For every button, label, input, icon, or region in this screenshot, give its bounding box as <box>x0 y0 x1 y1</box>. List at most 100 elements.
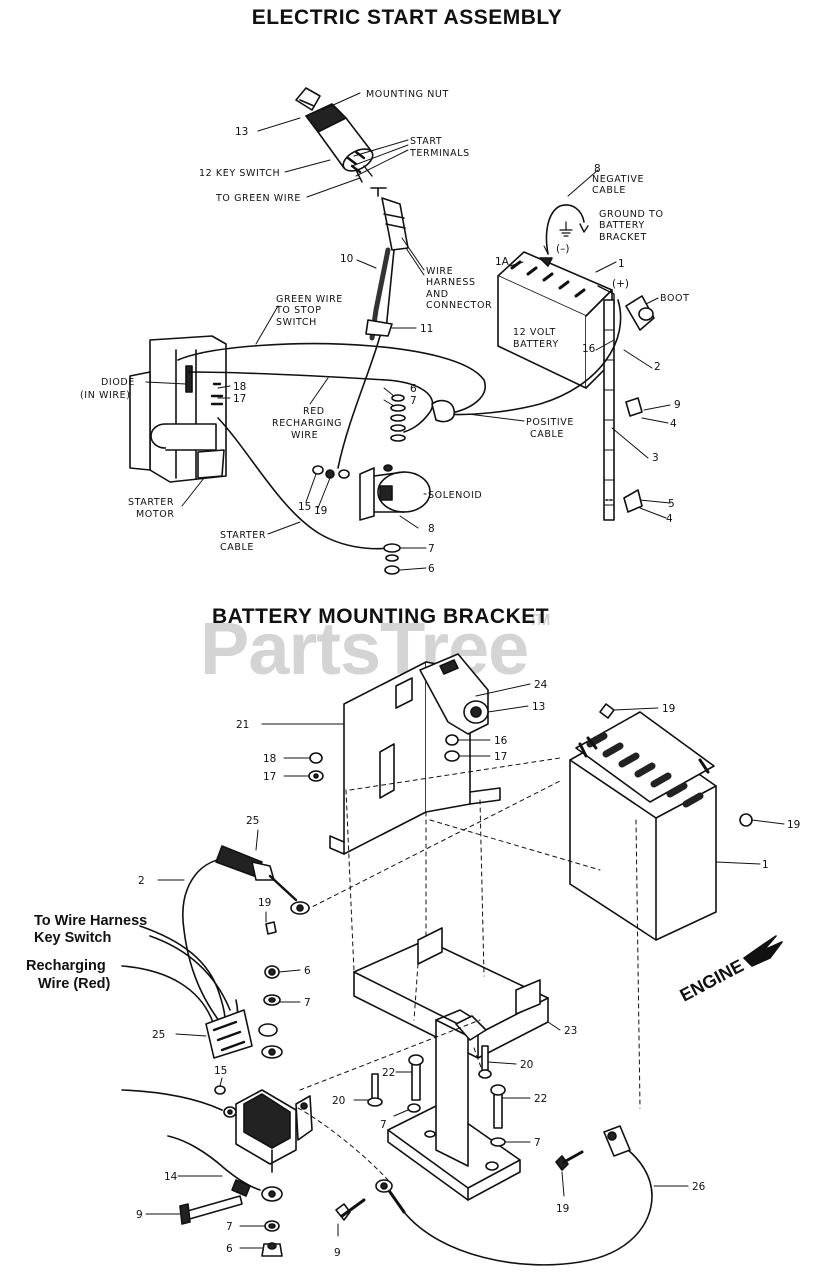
top-labels: MOUNTING NUT START TERMINALS 12 KEY SWIT… <box>80 89 690 575</box>
cable-26 <box>375 1125 653 1266</box>
terminal-boot-25 <box>205 1009 283 1059</box>
svg-text:2: 2 <box>138 875 145 887</box>
svg-text:6: 6 <box>304 965 311 977</box>
svg-text:6: 6 <box>226 1243 233 1255</box>
svg-text:1: 1 <box>618 258 625 270</box>
svg-text:CABLE: CABLE <box>220 542 254 553</box>
label-to-green-wire: TO GREEN WIRE <box>215 193 301 204</box>
label-boot: BOOT <box>660 293 690 304</box>
svg-text:7: 7 <box>304 997 311 1009</box>
svg-text:WIRE: WIRE <box>291 430 318 441</box>
svg-text:1: 1 <box>762 859 769 871</box>
svg-text:16: 16 <box>494 735 508 747</box>
svg-text:12 VOLT: 12 VOLT <box>513 327 556 338</box>
svg-text:CONNECTOR: CONNECTOR <box>426 300 492 311</box>
svg-text:26: 26 <box>692 1181 706 1193</box>
svg-text:6: 6 <box>410 383 417 395</box>
svg-text:BRACKET: BRACKET <box>599 232 647 243</box>
starter-motor <box>129 335 227 483</box>
green-wire <box>177 342 486 415</box>
svg-text:24: 24 <box>534 679 548 691</box>
label-to-wire-harness: To Wire Harness <box>34 913 147 929</box>
svg-text:5: 5 <box>668 498 675 510</box>
svg-text:10: 10 <box>340 253 353 265</box>
harness-wire <box>337 335 381 469</box>
key-switch <box>295 87 374 183</box>
svg-text:9: 9 <box>136 1209 143 1221</box>
svg-text:TERMINALS: TERMINALS <box>409 148 470 159</box>
battery-bracket-strap <box>603 299 615 521</box>
svg-text:8: 8 <box>594 163 601 175</box>
svg-text:7: 7 <box>410 395 417 407</box>
bolts <box>367 1045 506 1147</box>
leader-lines-top <box>145 92 671 571</box>
svg-text:GREEN WIRE: GREEN WIRE <box>276 294 343 305</box>
terminal-hardware <box>390 394 406 442</box>
svg-text:19: 19 <box>258 897 271 909</box>
svg-text:7: 7 <box>226 1221 233 1233</box>
svg-text:3: 3 <box>652 452 659 464</box>
starter-cable <box>217 417 389 550</box>
svg-text:25: 25 <box>152 1029 165 1041</box>
svg-text:4: 4 <box>666 513 673 525</box>
svg-text:START: START <box>410 136 442 147</box>
svg-text:20: 20 <box>520 1059 533 1071</box>
svg-text:(–): (–) <box>556 243 569 255</box>
svg-text:19: 19 <box>314 505 327 517</box>
red-recharging-wire <box>187 371 434 433</box>
svg-text:22: 22 <box>382 1067 395 1079</box>
svg-text:RED: RED <box>303 406 325 417</box>
positive-cable <box>443 299 622 416</box>
svg-text:11: 11 <box>420 323 433 335</box>
washer-19 <box>325 469 335 479</box>
svg-text:17: 17 <box>263 771 276 783</box>
svg-text:CABLE: CABLE <box>592 185 626 196</box>
alignment-lines <box>305 757 641 1109</box>
svg-text:TO STOP: TO STOP <box>275 305 322 316</box>
svg-text:Wire (Red): Wire (Red) <box>38 976 111 992</box>
svg-text:4: 4 <box>670 418 677 430</box>
svg-text:RECHARGING: RECHARGING <box>272 418 342 429</box>
svg-text:BATTERY: BATTERY <box>513 339 559 350</box>
svg-text:16: 16 <box>582 343 596 355</box>
svg-text:13: 13 <box>532 701 545 713</box>
cable-14 <box>167 1135 283 1202</box>
svg-text:GROUND TO: GROUND TO <box>599 209 664 220</box>
svg-text:9: 9 <box>334 1247 341 1259</box>
svg-text:DIODE: DIODE <box>101 377 135 388</box>
svg-text:18: 18 <box>233 381 246 393</box>
svg-text:13: 13 <box>235 126 248 138</box>
svg-text:17: 17 <box>494 751 507 763</box>
top-tab <box>419 653 489 735</box>
svg-text:19: 19 <box>662 703 675 715</box>
solenoid <box>359 464 431 521</box>
title-battery-mounting-bracket: BATTERY MOUNTING BRACKET <box>212 605 550 628</box>
svg-text:(IN WIRE): (IN WIRE) <box>80 390 131 401</box>
solenoid-bottom <box>223 1089 313 1173</box>
svg-text:(+): (+) <box>612 278 629 290</box>
svg-text:8: 8 <box>428 523 435 535</box>
svg-text:14: 14 <box>164 1171 178 1183</box>
battery-bottom <box>569 711 717 941</box>
svg-text:20: 20 <box>332 1095 345 1107</box>
svg-text:STARTER: STARTER <box>220 530 266 541</box>
svg-text:HARNESS: HARNESS <box>426 277 476 288</box>
svg-text:SWITCH: SWITCH <box>276 317 317 328</box>
svg-text:STARTER: STARTER <box>128 497 174 508</box>
recharging-wire-bottom <box>121 965 216 1041</box>
bottom-diagram: 24 13 21 18 17 16 17 19 19 1 25 2 19 To … <box>26 653 800 1266</box>
label-recharging-wire: Recharging <box>26 958 106 974</box>
clip-5 <box>623 489 643 513</box>
svg-text:7: 7 <box>534 1137 541 1149</box>
cable-2 <box>182 845 310 1031</box>
svg-text:19: 19 <box>556 1203 569 1215</box>
mounting-post <box>387 1009 521 1201</box>
svg-text:CABLE: CABLE <box>530 429 564 440</box>
svg-text:NEGATIVE: NEGATIVE <box>592 174 644 185</box>
title-electric-start-assembly: ELECTRIC START ASSEMBLY <box>251 6 563 29</box>
label-engine: ENGINE <box>676 955 746 1005</box>
label-key-switch: 12 KEY SWITCH <box>199 168 280 179</box>
svg-text:6: 6 <box>428 563 435 575</box>
nut-15 <box>312 465 324 475</box>
